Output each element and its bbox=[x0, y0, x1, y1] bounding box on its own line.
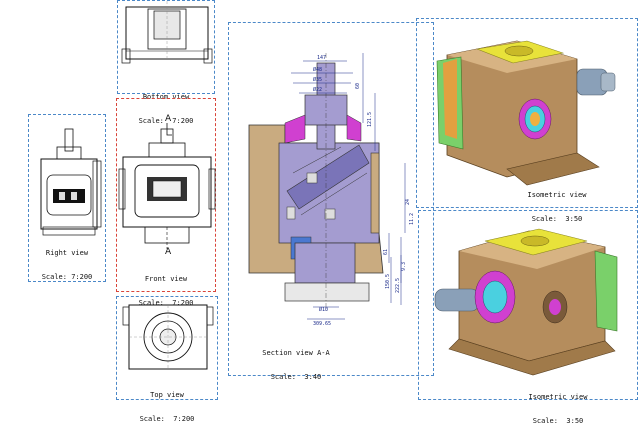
iso-view-1-caption: Isometric view Scale: 3:50 bbox=[477, 175, 637, 239]
front-view-title: Front view bbox=[144, 275, 188, 283]
section-marker-bottom: A bbox=[165, 247, 172, 257]
iso-view-1-title: Isometric view bbox=[527, 191, 587, 199]
iso-view-2-title: Isometric view bbox=[528, 393, 588, 401]
dim-d2: Ø48 bbox=[313, 66, 322, 73]
right-view-caption: Right view Scale: 7:200 bbox=[29, 233, 105, 297]
bottom-view-scale: Scale: 7:200 bbox=[138, 117, 194, 125]
section-view-frame[interactable]: 147 Ø48 Ø35 Ø22 60 121.5 24 11.2 61 9.3 … bbox=[228, 22, 434, 381]
front-view-frame[interactable]: A A Front view Scale: 7:200 bbox=[116, 98, 216, 307]
dim-d8: 11.2 bbox=[409, 213, 415, 225]
iso-view-2-drawing bbox=[434, 228, 618, 376]
iso-view-1-scale: Scale: 3:50 bbox=[531, 215, 583, 223]
top-view-scale: Scale: 7:200 bbox=[139, 415, 195, 423]
front-view-drawing: A A bbox=[118, 114, 216, 257]
section-view-drawing: 147 Ø48 Ø35 Ø22 60 121.5 24 11.2 61 9.3 … bbox=[248, 53, 415, 327]
dim-d11: 150.5 bbox=[385, 274, 391, 289]
section-view-caption: Section view A-A Scale: 3:40 bbox=[159, 333, 433, 397]
dim-d10: 9.3 bbox=[401, 262, 407, 271]
front-view-caption: Front view Scale: 7:200 bbox=[117, 259, 215, 323]
dim-d5: 60 bbox=[355, 83, 361, 89]
bottom-view-frame[interactable]: Bottom view Scale: 7:200 bbox=[117, 0, 215, 125]
dim-d14: 309.65 bbox=[313, 321, 331, 327]
dim-d7: 24 bbox=[405, 199, 411, 205]
right-view-drawing bbox=[40, 128, 102, 236]
top-view-drawing bbox=[122, 304, 214, 370]
front-view-scale: Scale: 7:200 bbox=[138, 299, 194, 307]
iso-view-2-frame[interactable]: Isometric view Scale: 3:50 bbox=[418, 210, 638, 425]
section-view-title: Section view A-A bbox=[262, 349, 330, 357]
dim-d12: 222.5 bbox=[395, 278, 401, 293]
dim-d1: 147 bbox=[317, 55, 326, 61]
iso-view-2-caption: Isometric view Scale: 3:50 bbox=[479, 377, 637, 441]
iso-view-2-scale: Scale: 3:50 bbox=[532, 417, 584, 425]
right-view-scale: Scale: 7:200 bbox=[41, 273, 93, 281]
bottom-view-caption: Bottom view Scale: 7:200 bbox=[118, 77, 214, 141]
iso-view-1-frame[interactable]: Isometric view Scale: 3:50 bbox=[416, 18, 638, 223]
section-marker-top: A bbox=[165, 114, 172, 124]
dim-d9: 61 bbox=[383, 249, 389, 255]
bottom-view-title: Bottom view bbox=[142, 93, 190, 101]
right-view-title: Right view bbox=[45, 249, 89, 257]
dim-d6: 121.5 bbox=[367, 112, 373, 127]
dim-d13: Ø10 bbox=[319, 306, 328, 313]
iso-view-1-drawing bbox=[436, 40, 616, 186]
dim-d4: Ø22 bbox=[313, 86, 322, 93]
right-view-frame[interactable]: Right view Scale: 7:200 bbox=[28, 114, 106, 282]
bottom-view-drawing bbox=[121, 1, 213, 64]
top-view-title: Top view bbox=[150, 391, 184, 399]
dim-d3: Ø35 bbox=[313, 76, 322, 83]
section-view-scale: Scale: 3:40 bbox=[270, 373, 322, 381]
